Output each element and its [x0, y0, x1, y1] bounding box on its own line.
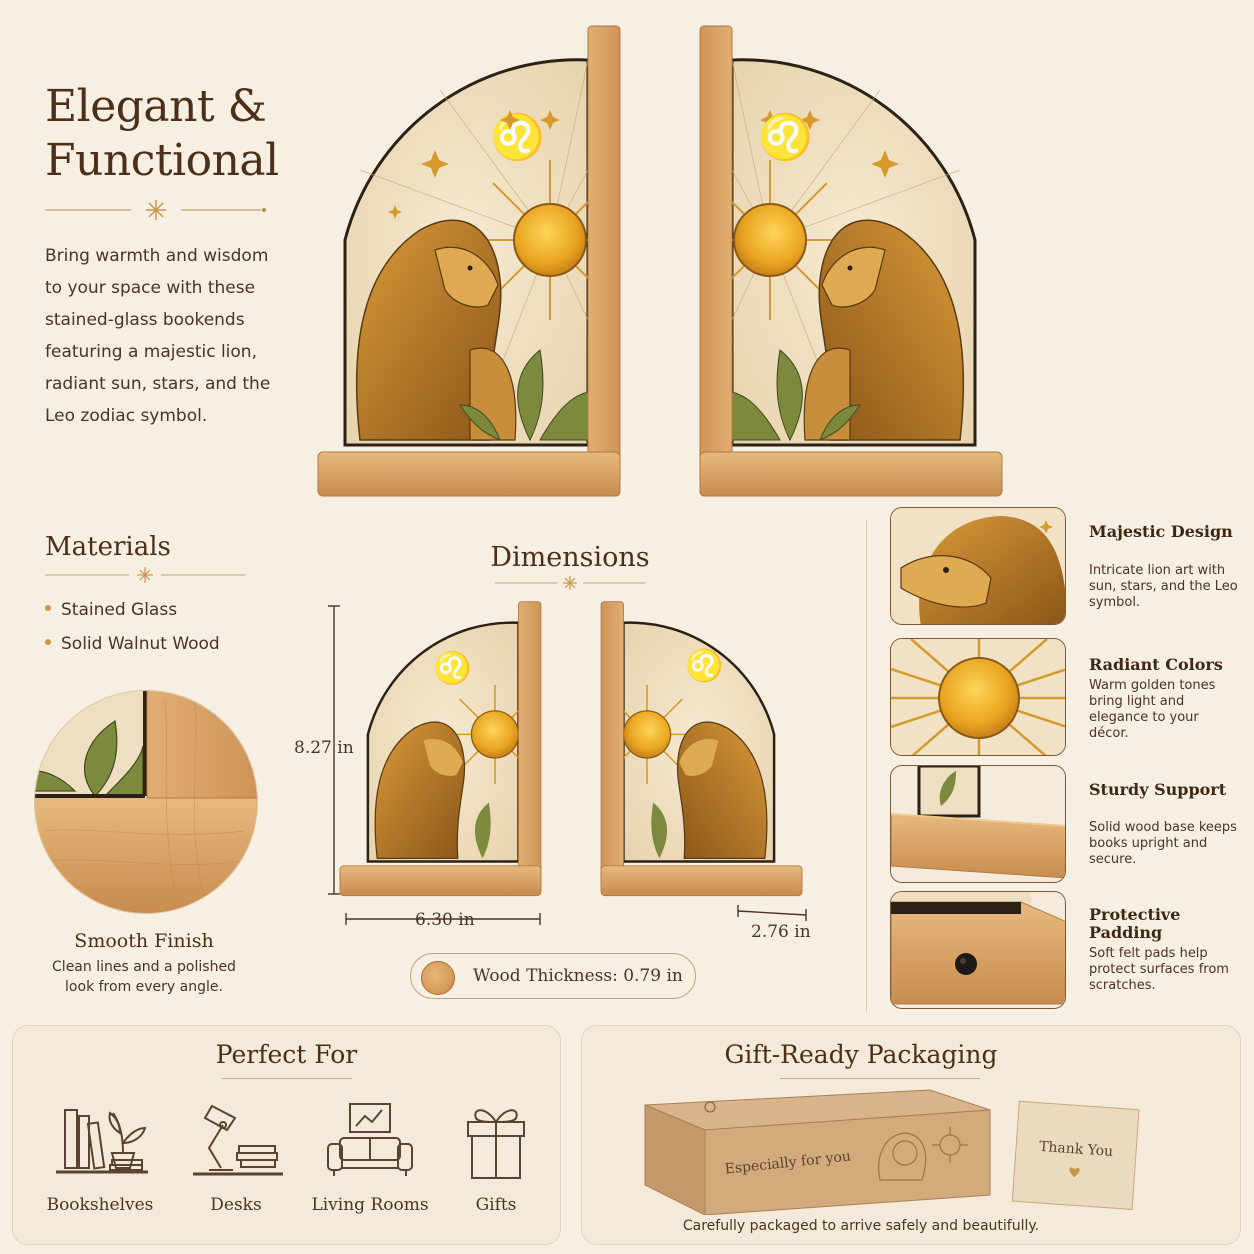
- leo-symbol-icon: ♌: [758, 112, 813, 163]
- gift-box-image: Especially for you Thank You: [644, 1089, 1140, 1215]
- page-title-line-2: Functional: [45, 135, 279, 186]
- wood-thickness-label: Wood Thickness: 0.79 in: [473, 966, 683, 986]
- hero-description: Bring warmth and wisdom to your space wi…: [45, 246, 271, 426]
- ornament-divider: [45, 200, 266, 220]
- left-bookend: ♌: [317, 25, 621, 497]
- depth-label: 2.76 in: [751, 922, 811, 942]
- perfect-for-label: Desks: [210, 1195, 262, 1215]
- depth-dimension-line: [737, 905, 807, 921]
- bullet-icon: [45, 605, 51, 611]
- finish-description: Clean lines and a polished look from eve…: [52, 959, 236, 995]
- desk-lamp-icon: [193, 1104, 283, 1176]
- svg-text:♌: ♌: [685, 647, 724, 684]
- svg-text:♌: ♌: [433, 650, 472, 687]
- hero-bookends-image: ♌: [317, 25, 1003, 497]
- ornament-divider: [45, 567, 245, 583]
- width-dimension-line: [345, 913, 541, 925]
- gift-packaging-caption: Carefully packaged to arrive safely and …: [682, 1218, 1040, 1234]
- gift-packaging-title: Gift-Ready Packaging: [724, 1040, 998, 1069]
- gift-icon: [467, 1109, 525, 1179]
- feature-image-sun: [890, 638, 1066, 756]
- dimensions-title: Dimensions: [490, 542, 650, 573]
- bullet-icon: [45, 639, 51, 645]
- title-underline: [222, 1078, 352, 1079]
- perfect-for-label: Living Rooms: [311, 1195, 429, 1215]
- right-bookend: [699, 25, 1003, 497]
- feature-description: Intricate lion art with sun, stars, and …: [1089, 563, 1238, 610]
- feature-title: Sturdy Support: [1089, 780, 1227, 799]
- card-text: Thank You: [1039, 1139, 1114, 1160]
- finish-title: Smooth Finish: [74, 930, 214, 952]
- title-underline: [780, 1078, 980, 1079]
- feature-image-base: [890, 765, 1066, 883]
- dimensions-diagram: ♌ ♌: [328, 601, 807, 925]
- sofa-icon: [327, 1103, 413, 1176]
- feature-title: Majestic Design: [1089, 522, 1233, 541]
- height-dimension-line: [328, 605, 340, 895]
- bookshelf-icon: [56, 1109, 148, 1174]
- feature-description: Soft felt pads help protect surfaces fro…: [1089, 946, 1229, 993]
- width-label: 6.30 in: [415, 910, 475, 930]
- wood-thickness-badge: Wood Thickness: 0.79 in: [410, 953, 696, 999]
- feature-title: Protective Padding: [1089, 905, 1181, 942]
- feature-title: Radiant Colors: [1089, 655, 1223, 674]
- feature-description: Solid wood base keeps books upright and …: [1089, 820, 1237, 867]
- feature-image-lion: [890, 507, 1066, 625]
- page-title-line-1: Elegant &: [45, 81, 267, 132]
- page-title: Elegant & Functional: [45, 80, 279, 188]
- feature-image-padding: [890, 891, 1066, 1009]
- heart-icon: [1069, 1167, 1080, 1178]
- materials-title: Materials: [45, 532, 171, 562]
- wood-swatch-icon: [421, 961, 455, 995]
- feature-description: Warm golden tones bring light and elegan…: [1089, 678, 1216, 741]
- finish-detail-image: [34, 690, 258, 914]
- materials-item-stained-glass: Stained Glass: [45, 600, 177, 620]
- perfect-for-label: Gifts: [475, 1195, 517, 1215]
- materials-item-label: Stained Glass: [61, 600, 178, 620]
- materials-item-wood: Solid Walnut Wood: [45, 634, 220, 654]
- perfect-for-title: Perfect For: [215, 1040, 358, 1069]
- ornament-divider: [495, 576, 645, 590]
- perfect-for-label: Bookshelves: [46, 1195, 154, 1215]
- section-divider: [866, 520, 867, 1012]
- materials-item-label: Solid Walnut Wood: [61, 634, 220, 654]
- height-label: 8.27 in: [294, 738, 354, 758]
